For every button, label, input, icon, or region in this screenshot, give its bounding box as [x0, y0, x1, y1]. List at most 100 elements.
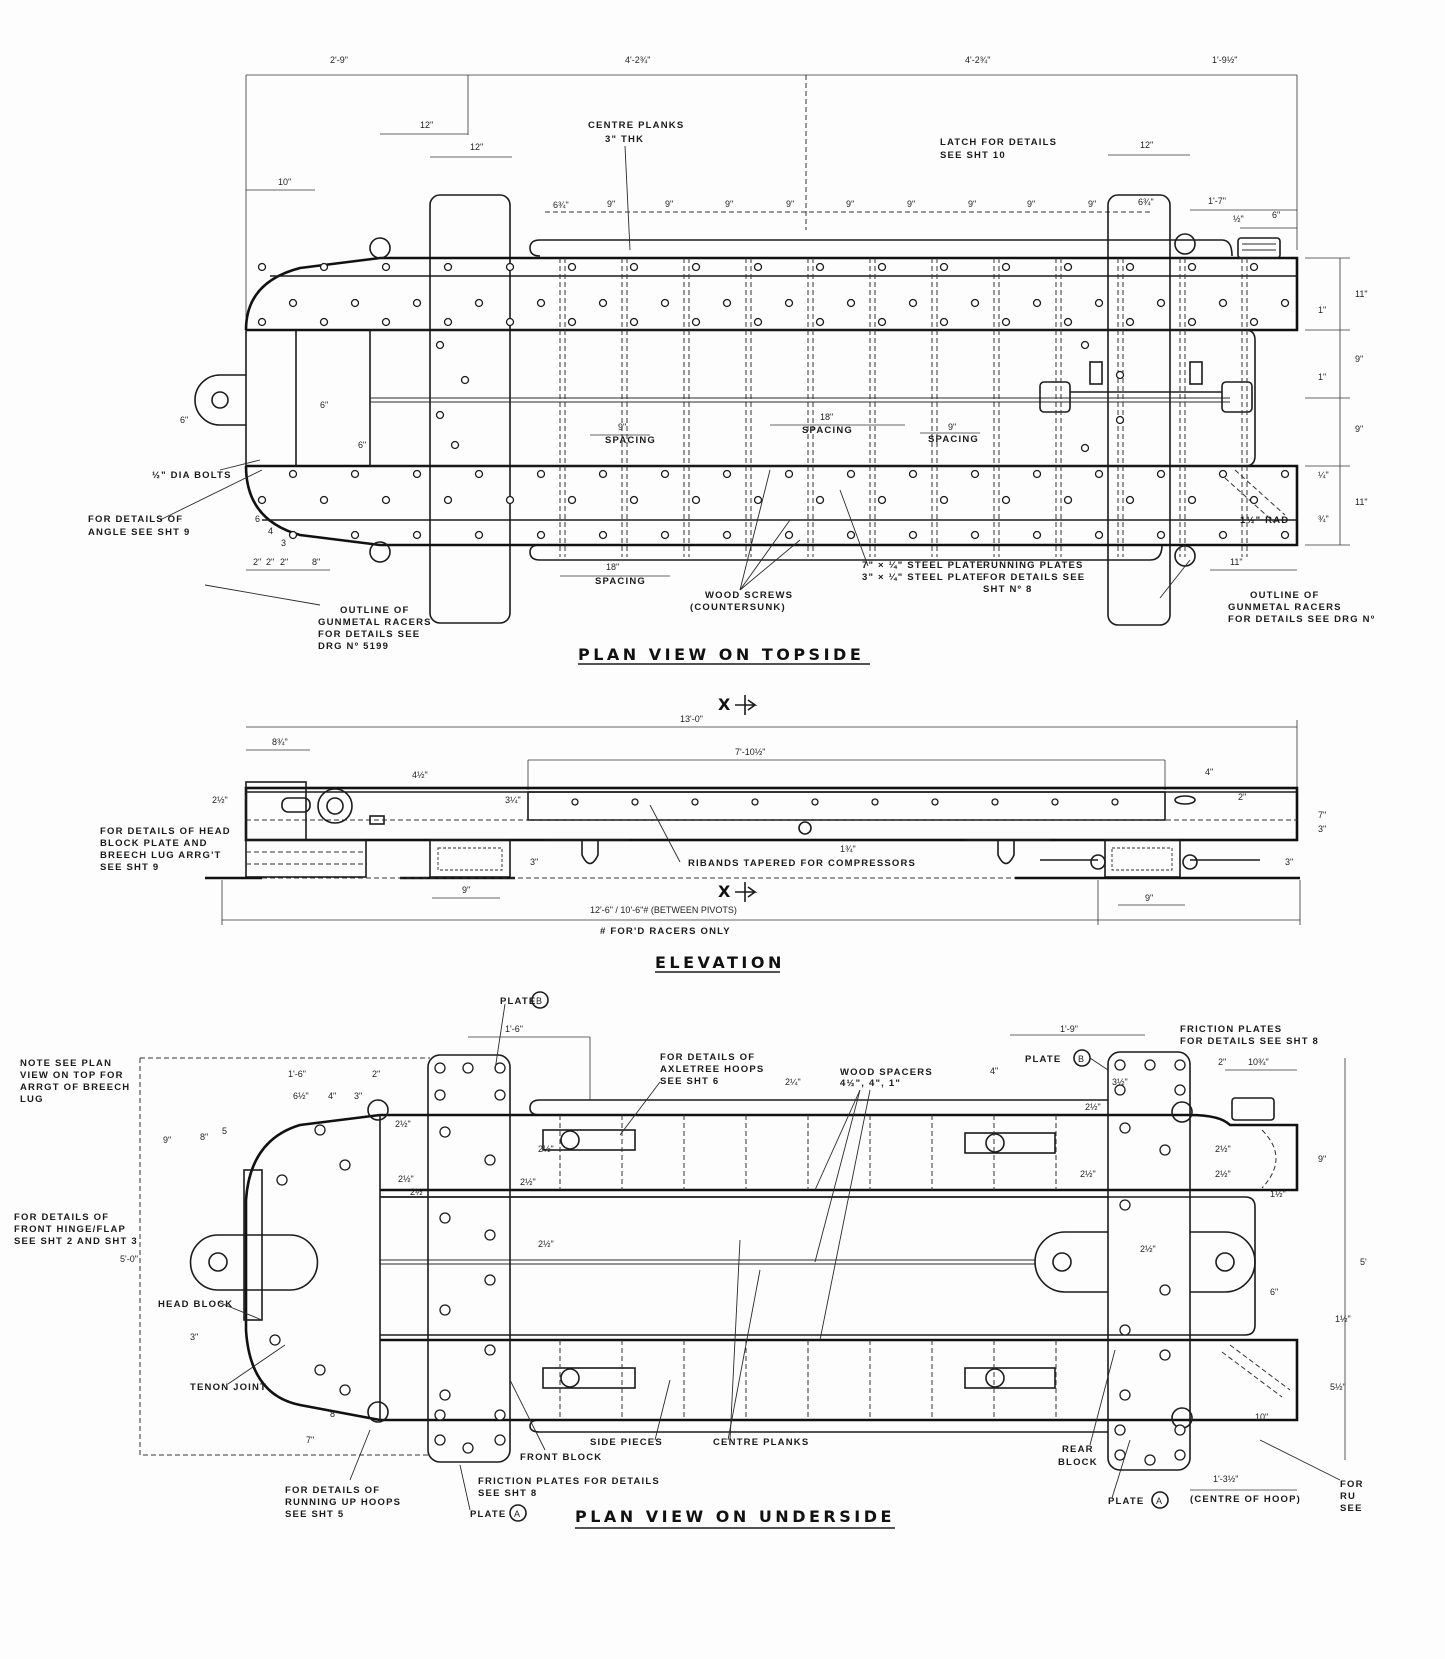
bolt-icon: [1119, 1199, 1131, 1211]
bolt-icon: [381, 262, 391, 272]
bolt-icon: [598, 469, 608, 479]
bolt-icon: [257, 262, 267, 272]
dimension-label: 1": [1318, 372, 1326, 382]
hole-icon: [811, 798, 819, 806]
bolt-icon: [1174, 1449, 1186, 1461]
rear-racer-block: [1104, 839, 1181, 878]
dimension-label: 2½": [538, 1239, 554, 1249]
front-hinge-note: FOR DETAILS OF: [14, 1212, 109, 1223]
cropped-note: RU: [1340, 1491, 1356, 1502]
screw-icon: [1080, 443, 1090, 453]
dimension-label: 12": [420, 120, 433, 130]
bolt-icon: [1114, 1449, 1126, 1461]
dimension-label: 9": [786, 199, 794, 209]
dimension-label: 11": [1230, 557, 1243, 567]
bolt-icon: [1119, 1389, 1131, 1401]
wood-screws-note: (COUNTERSUNK): [690, 602, 786, 613]
plank-joints: [559, 258, 1248, 557]
plate-letter: A: [1156, 1496, 1162, 1506]
bolt-icon: [908, 298, 918, 308]
dimension-label: 9": [948, 422, 956, 432]
head-outline: [244, 1113, 381, 1422]
dimension-label: 4½": [412, 770, 428, 780]
bolt-icon: [462, 1442, 474, 1454]
bolt-icon: [288, 530, 298, 540]
bolt-icon: [257, 317, 267, 327]
leader-lines: [217, 1003, 1341, 1511]
latch-note: SEE SHT 10: [940, 150, 1006, 161]
dimension-label: 6¾": [1138, 197, 1154, 207]
bolt-icon: [629, 317, 639, 327]
dimension-label: 4": [328, 1091, 336, 1101]
dimension-label: 4: [268, 526, 273, 536]
dimension-label: 8": [200, 1132, 208, 1142]
bolt-icon: [443, 495, 453, 505]
dimension-label: 9": [1355, 424, 1363, 434]
front-racer-outline: [429, 194, 511, 624]
dimension-label: 7'-10½": [735, 747, 765, 757]
bolt-icon: [1187, 495, 1197, 505]
bolt-icon: [474, 530, 484, 540]
hole-icon: [871, 798, 879, 806]
bolt-icon: [1156, 469, 1166, 479]
bolt-icon: [1094, 469, 1104, 479]
dimension-label: 8": [312, 557, 320, 567]
section-arrow-icon: [735, 882, 758, 902]
bolt-icon: [1032, 530, 1042, 540]
dimension-label: 2": [1218, 1057, 1226, 1067]
rear-racer-outline: [1107, 194, 1171, 626]
spacing-label: SPACING: [802, 425, 853, 436]
upper-riband: [529, 1099, 1108, 1116]
angle-note: ANGLE SEE SHT 9: [88, 527, 190, 538]
friction-plates-note: FRICTION PLATES FOR DETAILS: [478, 1476, 660, 1487]
front-racer-block: [429, 839, 511, 878]
lug-hole-icon: [208, 1252, 228, 1272]
lower-riband: [529, 544, 1163, 561]
bolt-icon: [939, 317, 949, 327]
bolt-icon: [877, 495, 887, 505]
bolt-icon: [1159, 1284, 1171, 1296]
bolt-icon: [494, 1409, 506, 1421]
dimension-label: 12": [470, 142, 483, 152]
bolt-icon: [505, 317, 515, 327]
front-hinge-note: FRONT HINGE/FLAP: [14, 1224, 126, 1235]
bolt-icon: [846, 298, 856, 308]
bolt-icon: [1187, 317, 1197, 327]
top-dimension-chain: [245, 74, 1298, 470]
bolt-icon: [1144, 1059, 1156, 1071]
bolt-icon: [1280, 530, 1290, 540]
centre-planks: [369, 329, 1256, 467]
bolt-icon: [877, 262, 887, 272]
cropped-note: FOR: [1340, 1479, 1364, 1490]
dimension-label: ¼": [1318, 470, 1329, 480]
front-hinge-note: SEE SHT 2 AND SHT 3: [14, 1236, 138, 1247]
dimension-label: 18": [820, 412, 833, 422]
bolt-icon: [1174, 1059, 1186, 1071]
ribands-note: RIBANDS TAPERED FOR COMPRESSORS: [688, 858, 916, 869]
wood-spacers-note: WOOD SPACERS: [840, 1067, 933, 1078]
running-up-hoop: [1174, 233, 1196, 255]
dimension-label: 9": [907, 199, 915, 209]
bolt-icon: [319, 262, 329, 272]
lower-riband: [529, 1419, 1108, 1433]
dimension-label: 9": [1088, 199, 1096, 209]
dimension-label: ½": [1233, 214, 1244, 224]
dimension-label: 1'-6": [288, 1069, 306, 1079]
bolt-icon: [567, 262, 577, 272]
bolt-icon: [691, 262, 701, 272]
head-block-note: SEE SHT 9: [100, 862, 159, 873]
dimension-label: 2½": [1215, 1144, 1231, 1154]
running-up-hoop: [369, 237, 391, 259]
bolt-icon: [439, 1212, 451, 1224]
capstan-roller: [1231, 1097, 1277, 1189]
dimension-label: 1'-9½": [1212, 55, 1237, 65]
racers-outline-note: GUNMETAL RACERS: [318, 617, 432, 628]
bolt-icon: [434, 1409, 446, 1421]
bolt-icon: [908, 469, 918, 479]
spacing-label: SPACING: [595, 576, 646, 587]
bolt-icon: [350, 530, 360, 540]
wood-spacers: [559, 1115, 1057, 1420]
centre-planks: [380, 1196, 1256, 1336]
friction-plates-note: FRICTION PLATES: [1180, 1024, 1282, 1035]
plate-letter: A: [514, 1509, 520, 1519]
